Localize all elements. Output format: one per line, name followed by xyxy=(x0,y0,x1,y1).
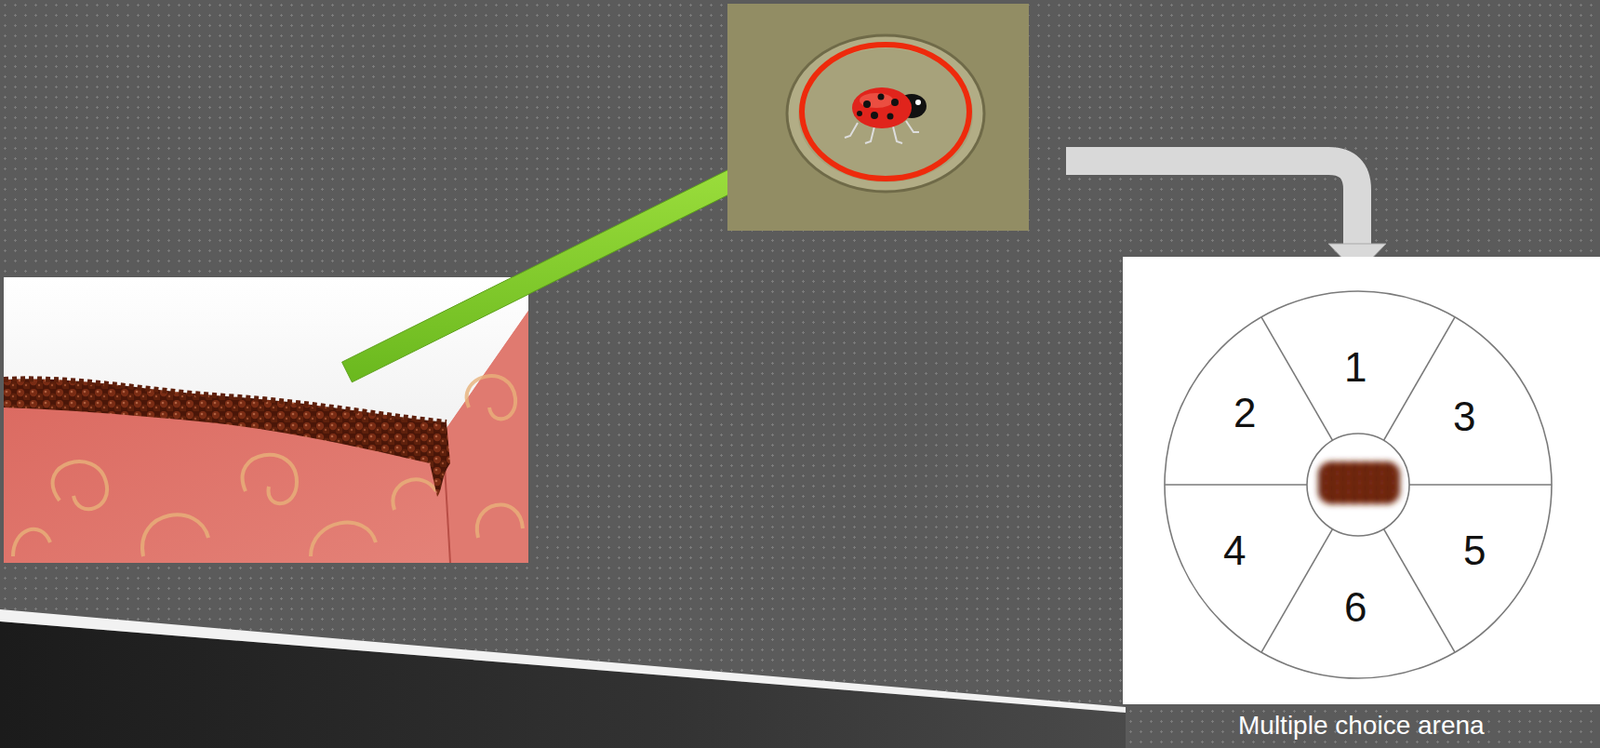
arena-sector: 2 xyxy=(1229,390,1260,436)
arena-sector: 5 xyxy=(1459,528,1490,574)
arena-outline xyxy=(1122,256,1600,705)
dark-band xyxy=(0,621,1126,748)
arena-sector: 6 xyxy=(1340,585,1371,630)
arena-sector: 3 xyxy=(1449,394,1480,440)
sector-number: 5 xyxy=(1463,530,1486,572)
sector-number: 4 xyxy=(1223,530,1246,572)
caption: Multiple choice arena xyxy=(1238,711,1485,741)
arena-sector: 1 xyxy=(1340,345,1371,390)
sector-number: 6 xyxy=(1344,586,1367,628)
arena-sector: 4 xyxy=(1219,528,1250,574)
dish-photo xyxy=(727,3,1029,231)
arena-box: Multiple choice arena123456 xyxy=(1122,256,1600,705)
sector-number: 1 xyxy=(1344,346,1367,388)
sector-number: 2 xyxy=(1233,392,1256,434)
ladybird xyxy=(844,87,927,144)
sector-number: 3 xyxy=(1453,396,1476,438)
white-stripe xyxy=(0,609,1126,713)
